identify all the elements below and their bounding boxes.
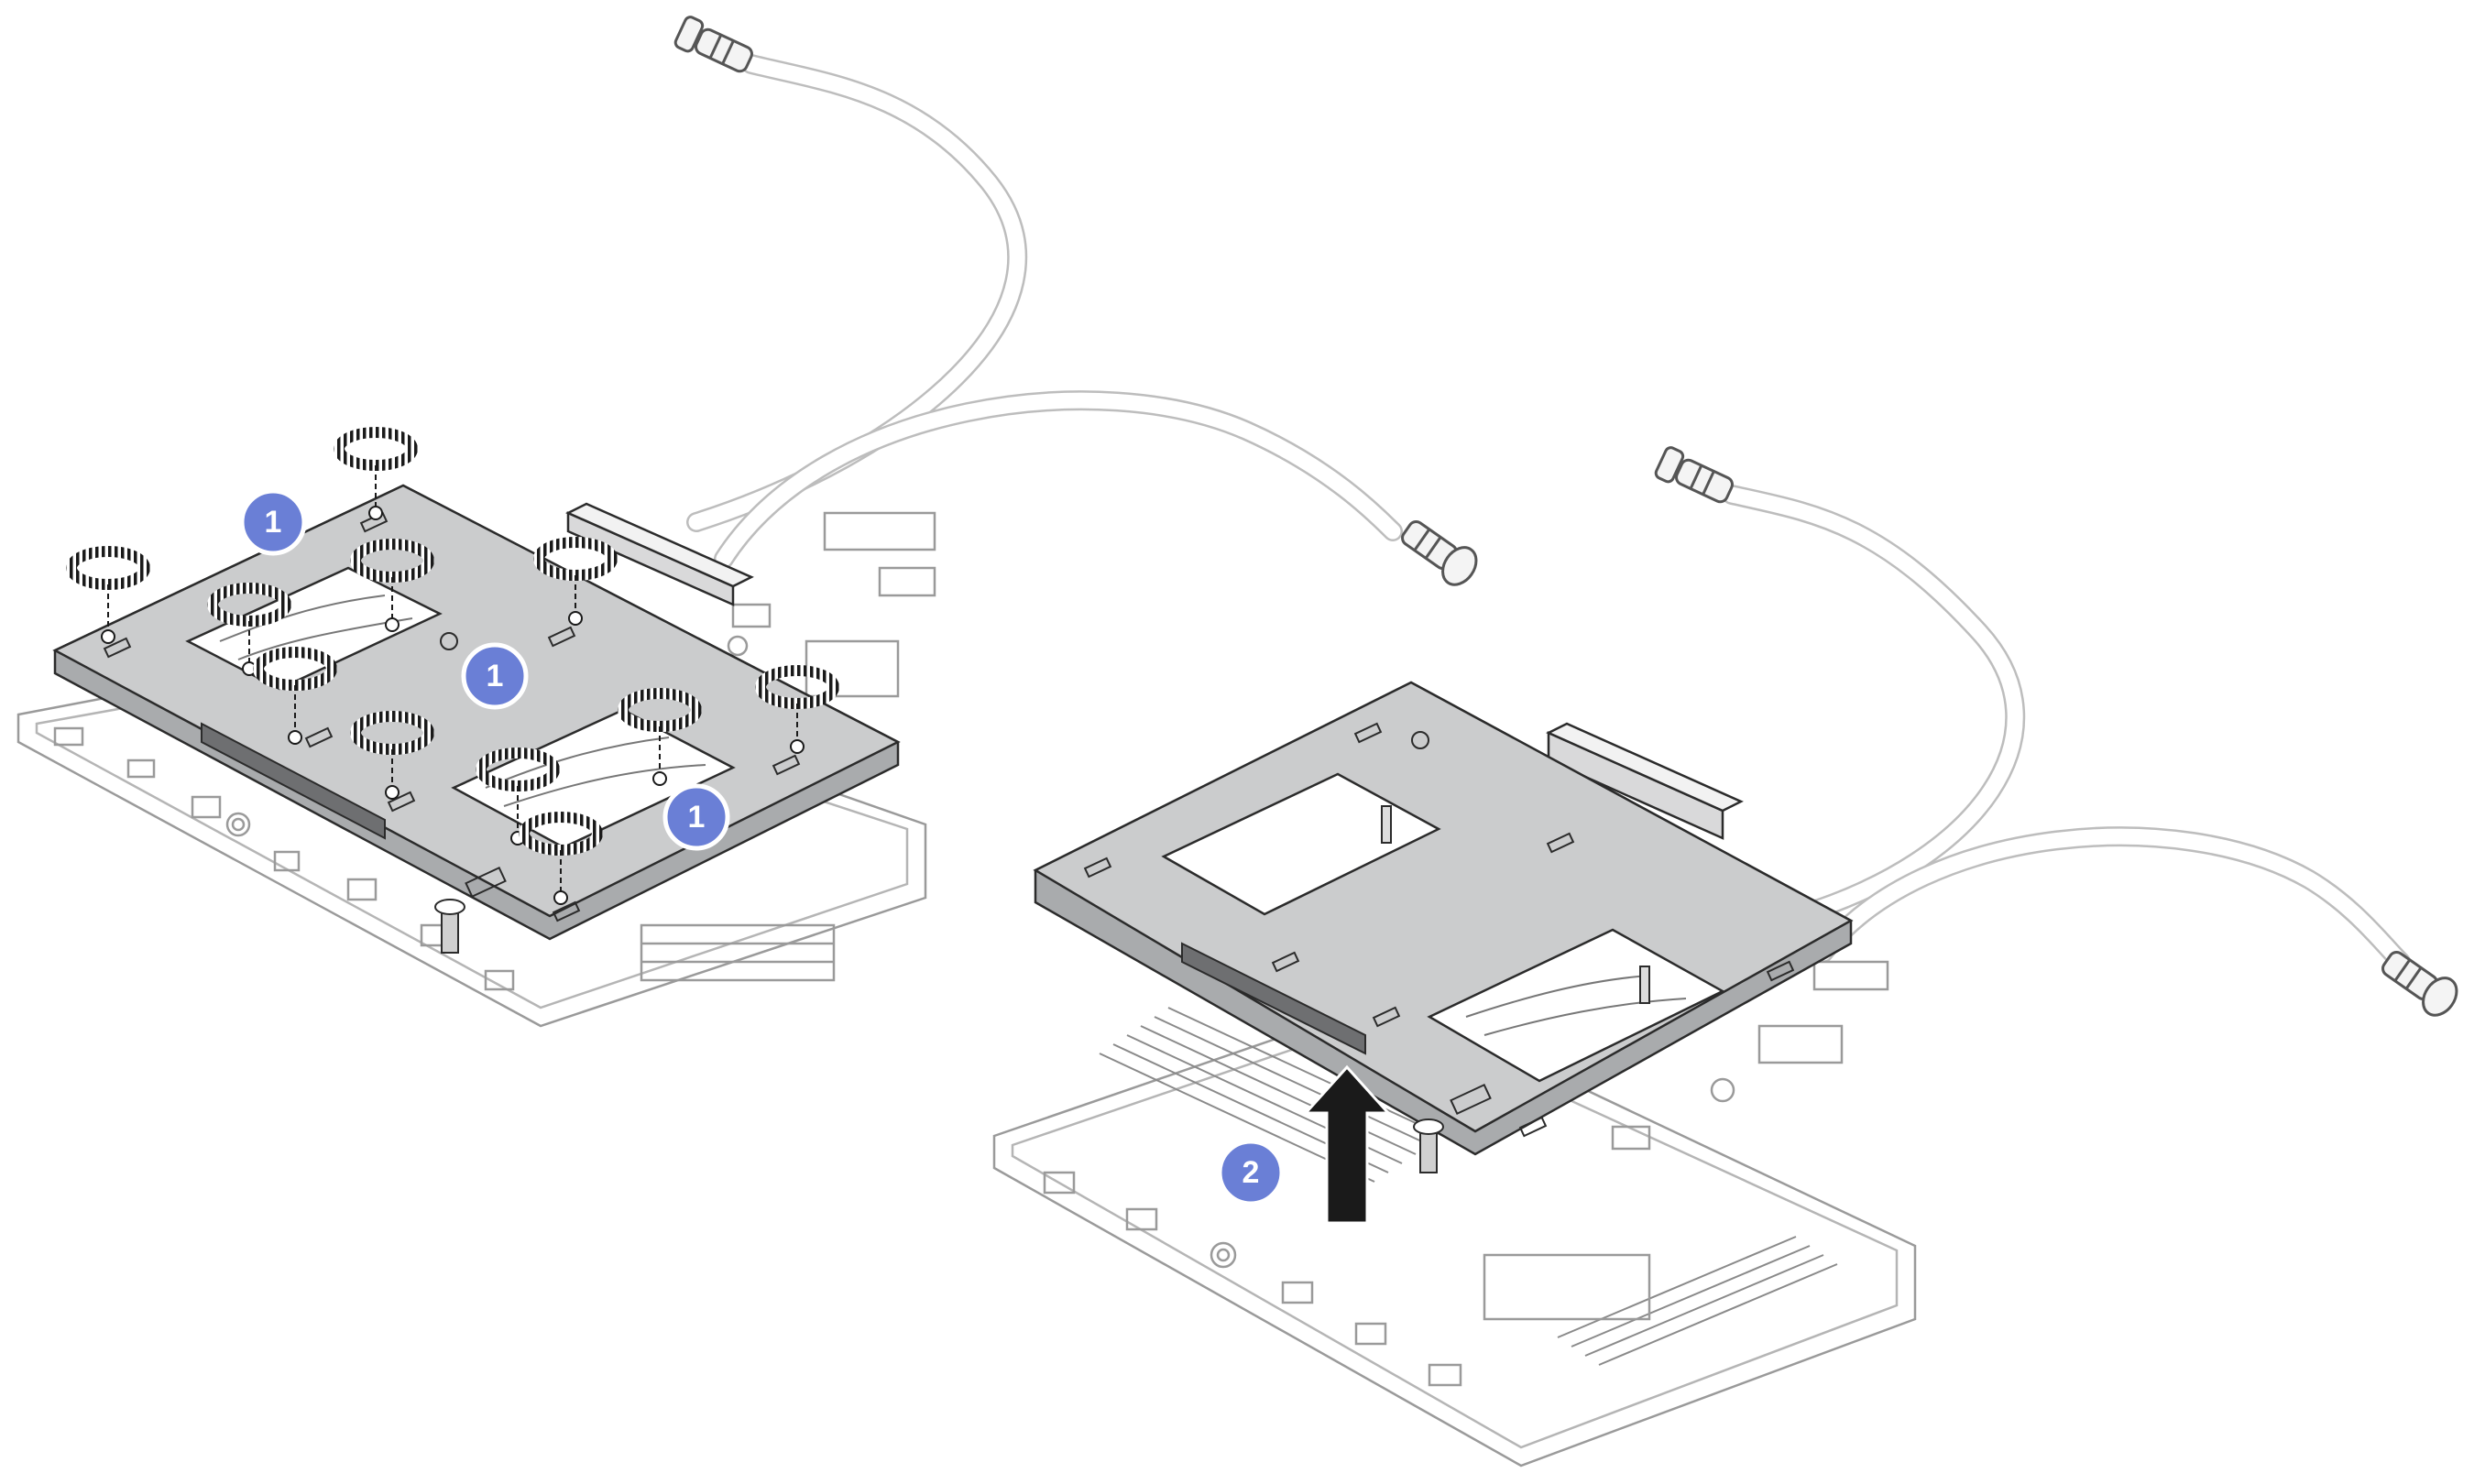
- callout-label: 1: [688, 800, 706, 835]
- coolant-hoses: [686, 54, 2411, 972]
- callout-step-1-b: 1: [461, 642, 529, 710]
- plate-rail-right: [1546, 722, 1744, 840]
- rotate-ccw-icon: [66, 546, 150, 644]
- connector-icon: [1654, 446, 1734, 504]
- callout-label: 1: [265, 505, 282, 540]
- rotate-ccw-icon: [207, 583, 291, 676]
- left-assembly: [16, 427, 936, 1028]
- callout-step-2: 2: [1217, 1139, 1285, 1206]
- plate-rail-left: [565, 502, 754, 606]
- callout-label: 2: [1242, 1155, 1260, 1190]
- lift-up-arrow-icon: [1302, 1064, 1392, 1225]
- rotate-ccw-icon: [519, 812, 603, 905]
- hose-connectors: [673, 16, 2458, 1017]
- rotate-ccw-icon: [334, 427, 418, 520]
- carrier-plate-right: [1033, 681, 1854, 1173]
- rotate-ccw-icon: [253, 647, 337, 745]
- connector-icon: [1401, 519, 1478, 586]
- right-assembly: [992, 681, 1917, 1468]
- callout-label: 1: [487, 659, 504, 693]
- callout-step-1-a: 1: [239, 488, 307, 556]
- rotate-ccw-icon: [350, 539, 434, 632]
- rotate-ccw-icon: [350, 711, 434, 800]
- connector-icon: [673, 16, 753, 73]
- connector-icon: [2381, 950, 2458, 1017]
- rotate-ccw-icon: [533, 537, 618, 626]
- screw-rotation-indicators: [66, 427, 839, 905]
- callout-step-1-c: 1: [662, 783, 730, 851]
- rotate-ccw-icon: [618, 688, 702, 786]
- rotate-ccw-icon: [755, 665, 839, 754]
